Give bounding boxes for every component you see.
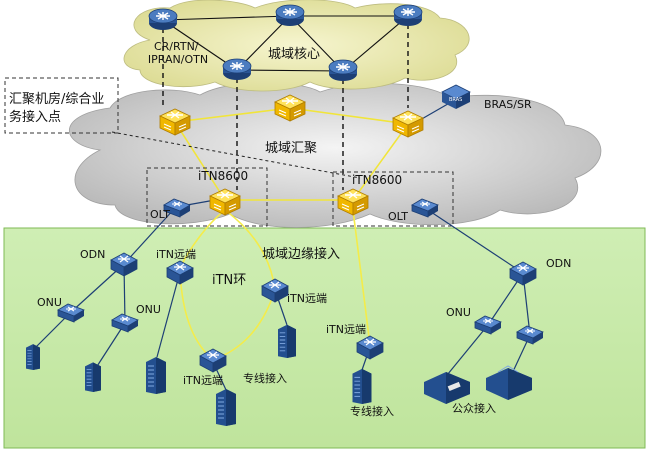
public-building-1-icon: [424, 372, 470, 404]
private-line-1-label: 专线接入: [243, 371, 287, 385]
core-area-label: 城域核心: [268, 47, 320, 62]
onu-left-2-label: ONU: [136, 303, 161, 316]
bras-device[interactable]: BRAS: [441, 84, 471, 109]
building-6-icon: [352, 368, 372, 404]
svg-text:BRAS: BRAS: [449, 97, 462, 103]
core-router-2-icon[interactable]: [275, 4, 305, 27]
odn-right-label: ODN: [546, 257, 571, 270]
building-5-icon: [215, 388, 237, 426]
core-router-3-icon[interactable]: [393, 4, 423, 27]
core-equipment-label: CR/RTN/ IPRAN/OTN: [148, 40, 208, 66]
agg-room-label: 汇聚机房/综合业 务接入点: [9, 91, 109, 125]
itn-ring-label: iTN环: [212, 273, 246, 288]
olt-right-label: OLT: [388, 210, 408, 223]
core-cloud: [123, 0, 470, 92]
itn8600-left-box: [146, 167, 268, 227]
building-1-icon: [25, 343, 41, 370]
itn-remote-2-label: iTN远端: [287, 292, 327, 305]
itn8600-left-label: iTN8600: [198, 169, 248, 183]
cross-dashed-link: [111, 131, 361, 179]
core-router-5-icon[interactable]: [328, 59, 358, 82]
building-4-icon: [277, 324, 297, 358]
public-access-label: 公众接入: [452, 402, 496, 415]
onu-left-1-label: ONU: [37, 296, 62, 309]
itn-remote-4-label: iTN远端: [183, 374, 223, 387]
edge-area-label: 城域边缘接入: [262, 246, 340, 262]
agg-room-box: [4, 77, 119, 134]
building-2-icon: [84, 361, 102, 392]
itn-remote-3-label: iTN远端: [326, 323, 366, 336]
itn8600-right-label: iTN8600: [352, 173, 402, 187]
public-building-2-icon: [486, 365, 532, 400]
odn-left-label: ODN: [80, 248, 105, 261]
core-router-4-icon[interactable]: [222, 58, 252, 81]
itn-remote-1-label: iTN远端: [156, 248, 196, 261]
private-line-2-label: 专线接入: [350, 404, 394, 418]
core-router-1-icon[interactable]: [148, 8, 178, 31]
aggregation-area-label: 城域汇聚: [265, 141, 317, 156]
olt-left-label: OLT: [150, 208, 170, 221]
building-3-icon: [145, 356, 167, 394]
itn8600-right-box: [332, 171, 454, 227]
onu-right-label: ONU: [446, 306, 471, 319]
bras-label: BRAS/SR: [484, 98, 532, 111]
